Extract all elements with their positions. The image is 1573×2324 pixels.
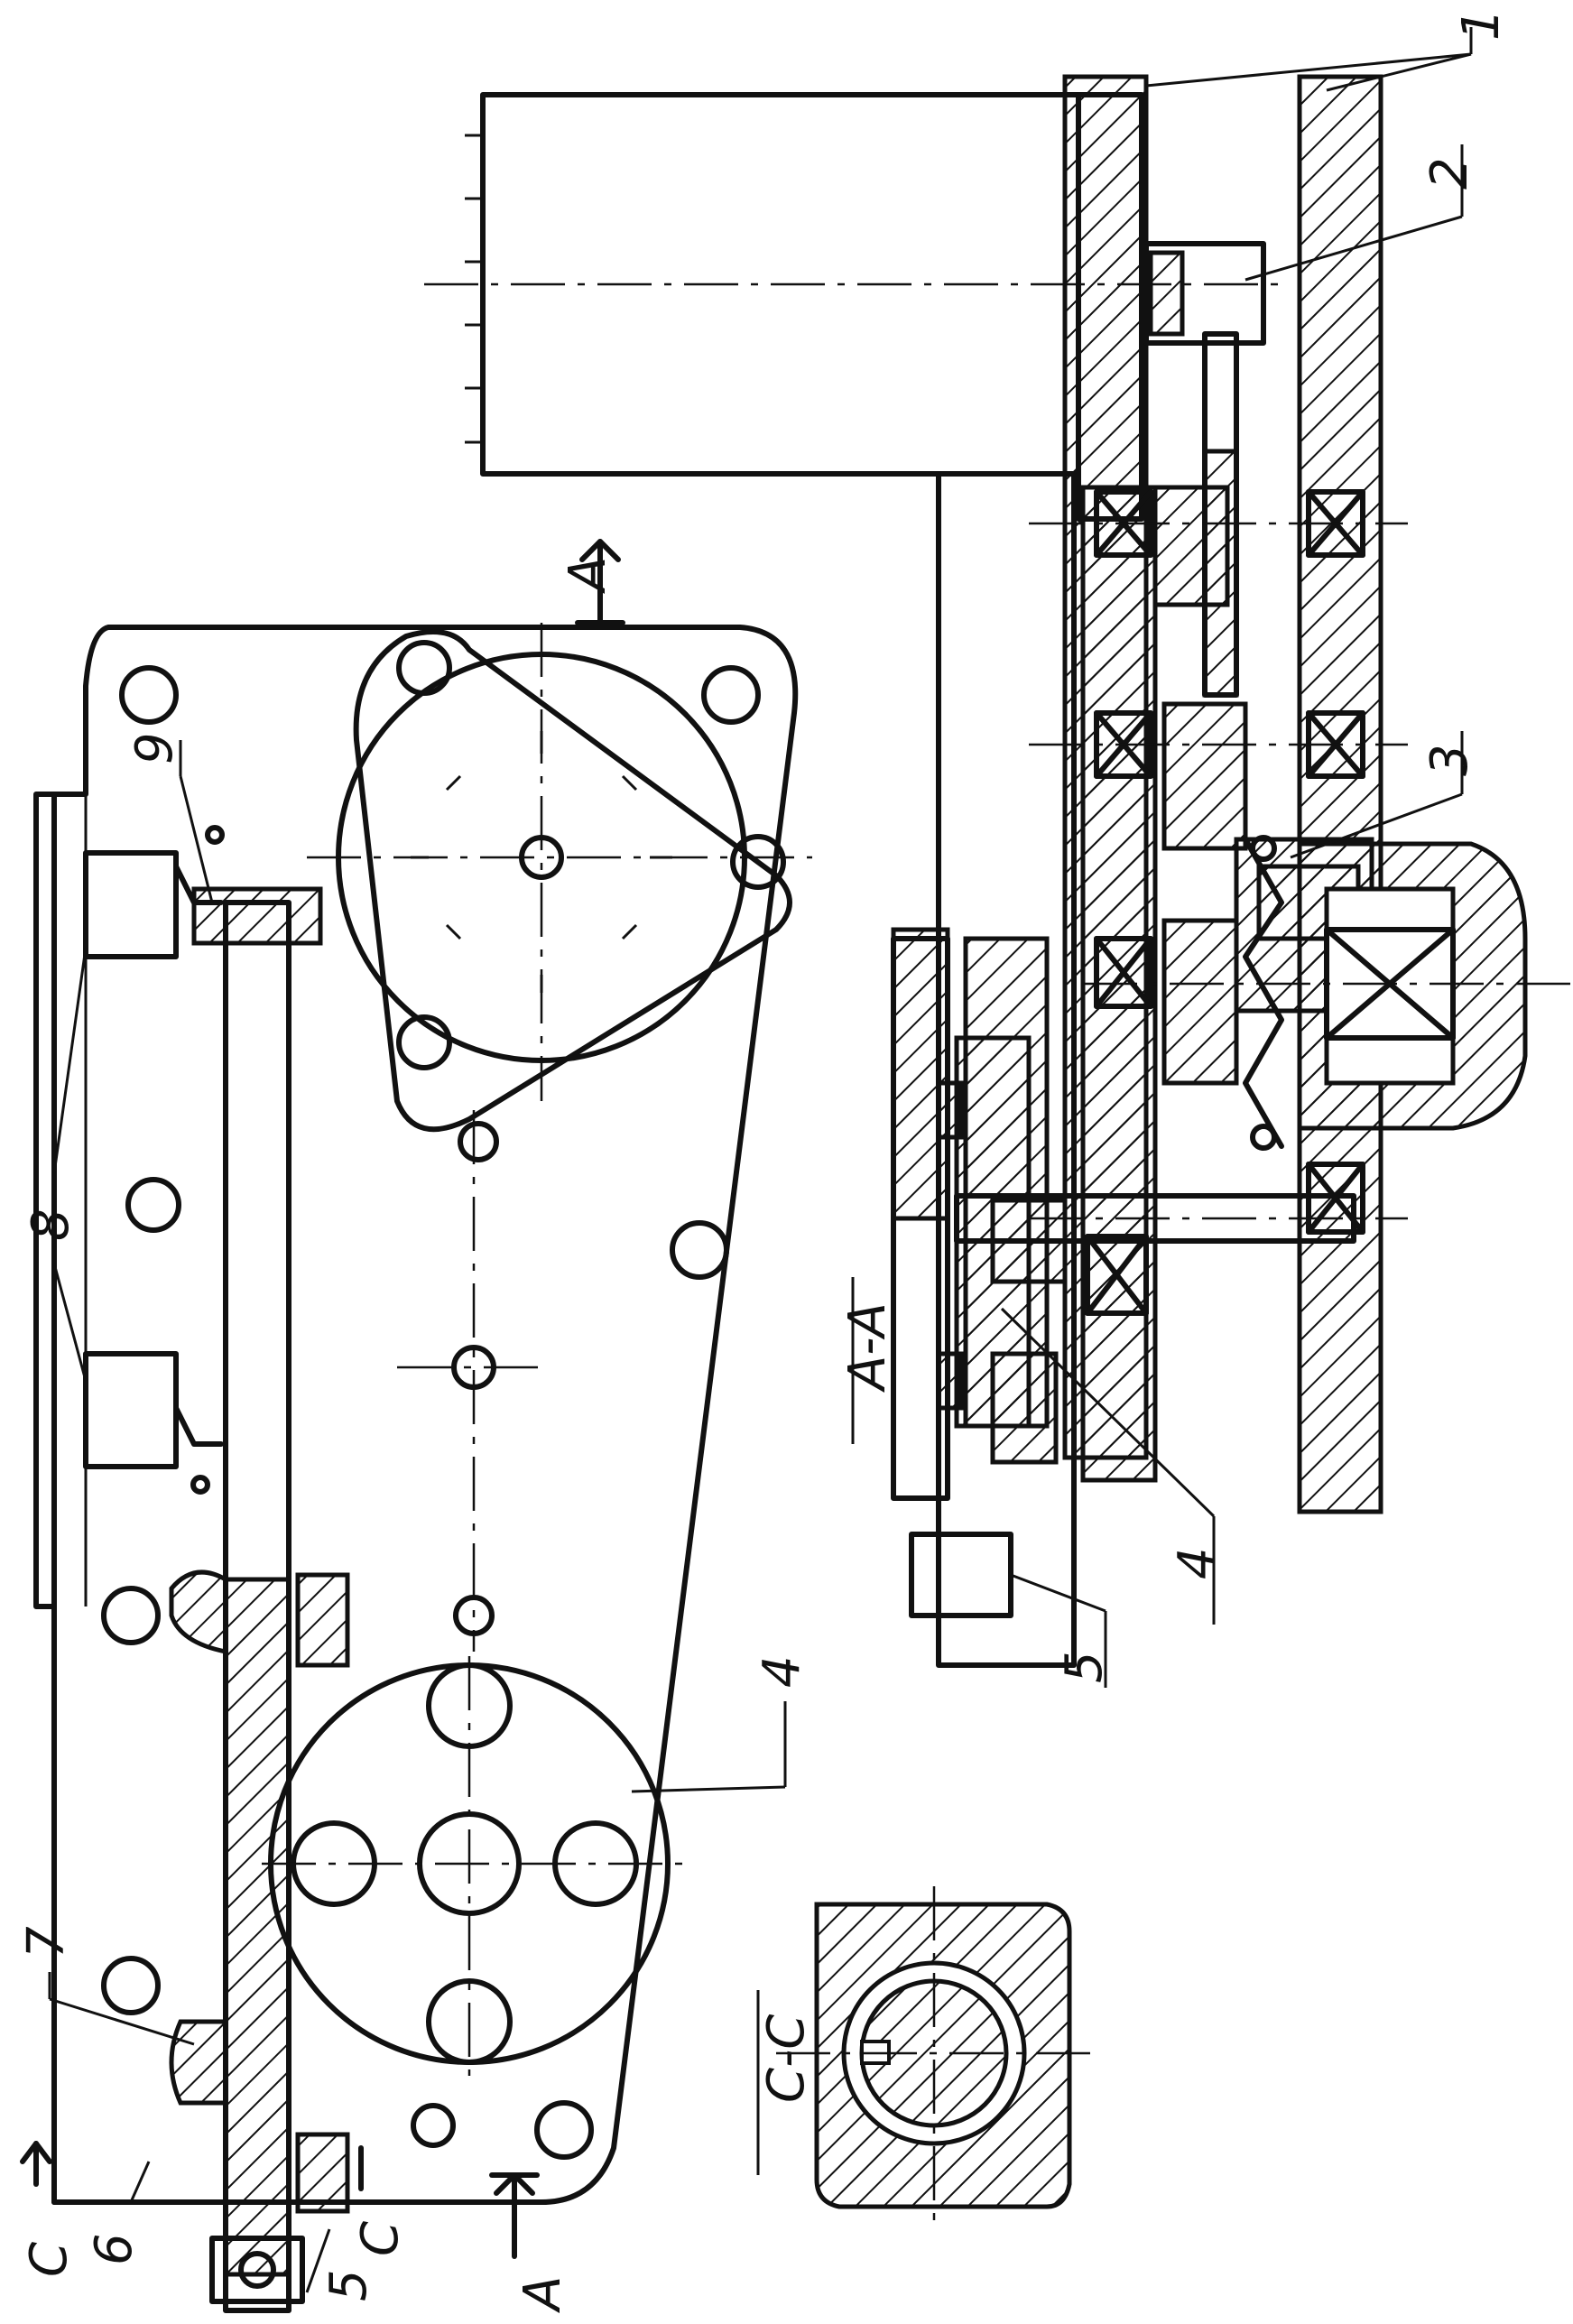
label-2: 2 [1420, 157, 1479, 190]
label-4-side: 4 [753, 1655, 811, 1688]
label-1: 1 [1452, 8, 1511, 41]
motor-flange [353, 629, 792, 1133]
cut-c-right: C [351, 2221, 410, 2256]
label-3: 3 [1420, 744, 1479, 776]
housing-outline [33, 625, 799, 2205]
section-cc: C-C [756, 1886, 1101, 2229]
arrow-a-bottom: A [514, 2276, 572, 2313]
label-6: 6 [85, 2233, 143, 2265]
arrow-a-top: A [559, 557, 617, 594]
gear-4-side [262, 1656, 686, 2076]
label-section-aa: A-A [838, 1302, 897, 1393]
label-7: 7 [17, 1926, 76, 1958]
label-8: 8 [22, 1208, 80, 1241]
label-section-cc: C-C [757, 2014, 816, 2103]
section-aa: 1 2 3 4 5 A-A A [424, 8, 1570, 1688]
label-5-side: 5 [319, 2269, 378, 2301]
rod-5 [169, 886, 350, 2313]
side-view: 9 8 7 6 5 4 C C A [17, 623, 812, 2313]
label-4-section: 4 [1168, 1547, 1226, 1579]
label-9: 9 [125, 732, 184, 764]
cut-c-left: C [20, 2242, 79, 2277]
label-5-section: 5 [1055, 1651, 1114, 1683]
